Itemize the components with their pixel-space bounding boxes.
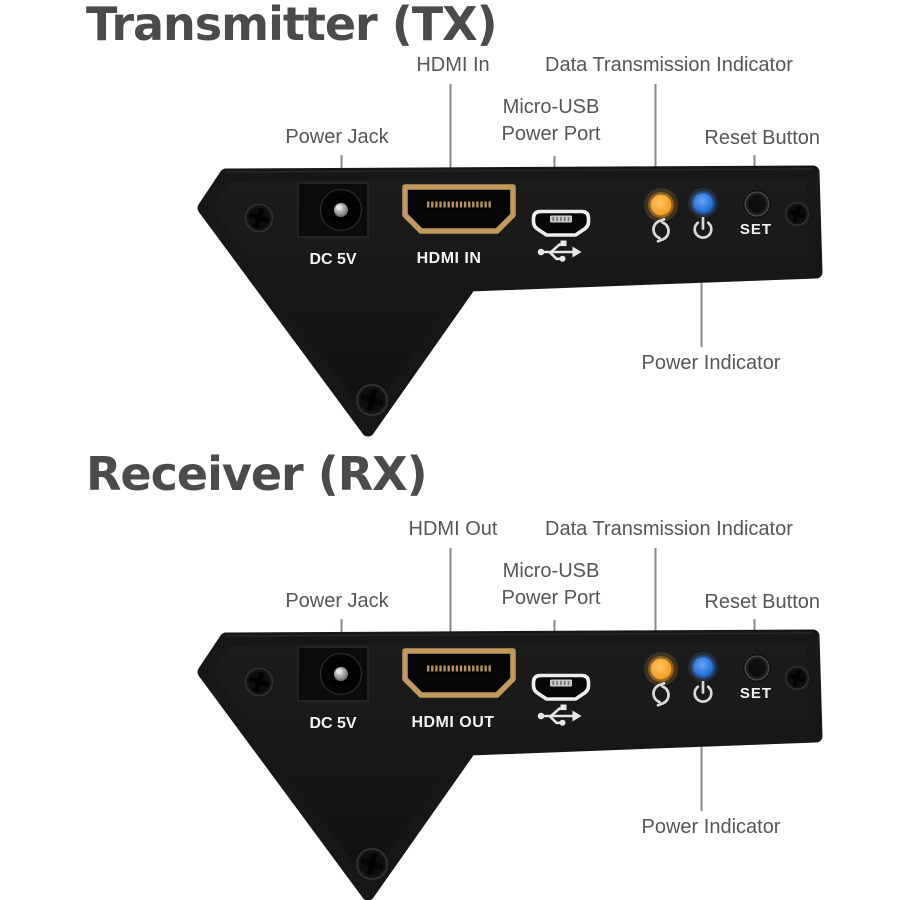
set-button-print: SET <box>740 221 772 238</box>
power-jack-port <box>297 646 369 702</box>
hdmi-port-print: HDMI OUT <box>411 714 494 731</box>
set-reset-button <box>743 190 771 218</box>
power-jack-label: Power Jack <box>285 590 389 612</box>
micro-usb-label-line1: Micro-USB <box>502 96 600 118</box>
hdmi-label: HDMI In <box>416 54 490 76</box>
set-button-print: SET <box>740 685 772 702</box>
micro-usb-label-line2: Power Port <box>501 587 601 609</box>
reset-button-label: Reset Button <box>704 127 820 149</box>
power-indicator-label: Power Indicator <box>641 816 781 838</box>
dc-5v-print: DC 5V <box>309 715 356 732</box>
power-led <box>688 652 718 682</box>
receiver-diagram-body: DC 5V HDMI OUT <box>0 464 900 900</box>
power-icon <box>693 216 713 239</box>
screw-icon <box>246 205 273 232</box>
receiver-section: Receiver (RX) <box>0 447 900 900</box>
set-reset-button <box>743 654 771 682</box>
power-jack-port <box>297 182 369 238</box>
transmitter-device-illustration: DC 5V HDMI IN <box>197 84 823 437</box>
receiver-device-illustration: DC 5V HDMI OUT <box>197 548 823 900</box>
transmitter-title: Transmitter (TX) <box>86 0 498 51</box>
panel-top-edge-highlight <box>225 632 814 637</box>
hdmi-label: HDMI Out <box>408 518 498 540</box>
power-led <box>688 188 718 218</box>
micro-usb-label-line2: Power Port <box>501 123 601 145</box>
power-icon <box>693 680 713 703</box>
screw-icon <box>357 849 387 879</box>
micro-usb-port <box>531 209 591 237</box>
screw-icon <box>783 664 811 692</box>
transmitter-section: Transmitter (TX) <box>86 0 823 437</box>
panel-top-edge-highlight <box>225 168 814 173</box>
power-jack-label: Power Jack <box>285 126 389 148</box>
receiver-title: Receiver (RX) <box>86 447 428 501</box>
data-transmission-indicator-label: Data Transmission Indicator <box>545 54 793 76</box>
micro-usb-power-port-label: Micro-USB Power Port <box>466 558 636 612</box>
reset-button-label: Reset Button <box>704 591 820 613</box>
hdmi-port-print: HDMI IN <box>417 250 482 267</box>
sync-icon <box>652 681 670 707</box>
usb-trident-icon <box>537 240 582 262</box>
hdmi-port <box>402 184 516 234</box>
hdmi-port <box>402 648 516 698</box>
power-indicator-label: Power Indicator <box>641 352 781 374</box>
sync-icon <box>652 217 670 243</box>
usb-trident-icon <box>537 704 582 726</box>
screw-icon <box>357 385 387 415</box>
screw-icon <box>246 669 273 696</box>
screw-icon <box>783 200 811 228</box>
transmitter-diagram-body: DC 5V HDMI IN <box>197 54 823 437</box>
dc-5v-print: DC 5V <box>309 251 356 268</box>
micro-usb-label-line1: Micro-USB <box>502 560 600 582</box>
data-transmission-led <box>644 188 678 222</box>
micro-usb-power-port-label: Micro-USB Power Port <box>466 94 636 148</box>
micro-usb-port <box>531 673 591 701</box>
data-transmission-led <box>644 652 678 686</box>
data-transmission-indicator-label: Data Transmission Indicator <box>545 518 793 540</box>
